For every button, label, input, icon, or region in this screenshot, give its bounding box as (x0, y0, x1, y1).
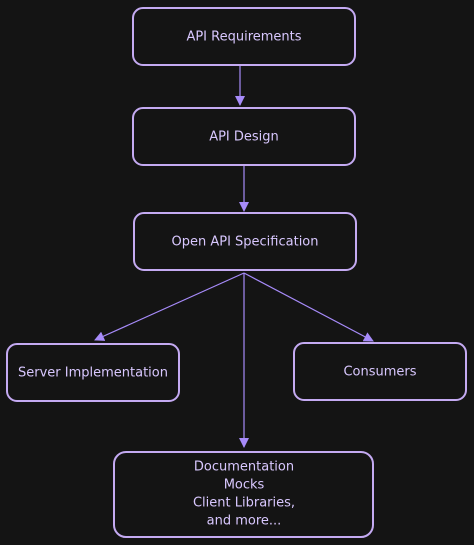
node-outputs-line-2: Mocks (224, 478, 265, 493)
node-api-requirements: API Requirements (132, 7, 356, 66)
node-server-implementation-label: Server Implementation (18, 366, 168, 381)
node-open-api-specification: Open API Specification (133, 212, 357, 271)
node-consumers-label: Consumers (343, 365, 416, 380)
node-api-design: API Design (132, 107, 356, 166)
node-open-api-specification-label: Open API Specification (171, 235, 318, 250)
node-outputs-line-4: and more... (207, 514, 282, 529)
node-api-design-label: API Design (209, 130, 279, 145)
node-outputs-line-3: Client Libraries, (193, 496, 295, 511)
edge-spec-to-server (94, 272, 245, 341)
node-consumers: Consumers (293, 342, 467, 401)
node-server-implementation: Server Implementation (6, 343, 180, 402)
node-api-requirements-label: API Requirements (186, 30, 301, 45)
node-outputs: Documentation Mocks Client Libraries, an… (113, 451, 374, 538)
edge-spec-to-consumers (243, 272, 374, 342)
node-outputs-line-1: Documentation (194, 460, 294, 475)
